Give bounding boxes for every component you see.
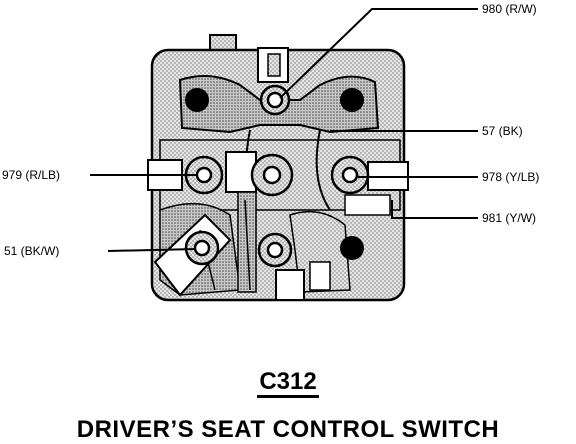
- callout-978: 978 (Y/LB): [482, 170, 539, 184]
- leader-lines: [90, 8, 478, 252]
- callout-57: 57 (BK): [482, 124, 523, 138]
- pin-978: [330, 155, 370, 195]
- terminal-pins: [184, 84, 370, 268]
- connector-id: C312: [0, 368, 576, 398]
- pin-51: [184, 230, 220, 266]
- leader-980: [279, 8, 478, 99]
- pin-979: [184, 155, 224, 195]
- cavity-plug-top-left: [185, 88, 209, 112]
- cavity-plug-bottom-right: [340, 236, 364, 260]
- connector-id-text: C312: [257, 368, 319, 398]
- callout-51: 51 (BK/W): [4, 244, 59, 258]
- pin-57: [250, 153, 294, 197]
- connector-name: DRIVER’S SEAT CONTROL SWITCH: [76, 416, 500, 443]
- leader-51: [107, 248, 197, 252]
- callout-981: 981 (Y/W): [482, 211, 536, 225]
- callout-979: 979 (R/LB): [2, 168, 60, 182]
- blind-cavities: [185, 88, 364, 260]
- callout-labels: 980 (R/W) 57 (BK) 979 (R/LB) 978 (Y/LB) …: [2, 2, 539, 258]
- pin-bottom-center: [257, 232, 293, 268]
- cavity-plug-top-right: [340, 88, 364, 112]
- callout-980: 980 (R/W): [482, 2, 537, 16]
- pin-980: [259, 84, 291, 116]
- leader-981: [391, 200, 478, 219]
